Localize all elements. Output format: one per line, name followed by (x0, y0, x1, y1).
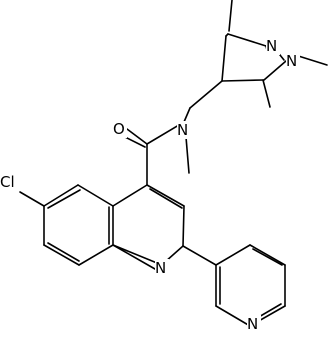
bond-line (77, 184, 114, 207)
atom-n-quinoline: N (155, 259, 169, 277)
bond-line (185, 136, 190, 174)
atom-label-o: O (113, 120, 125, 138)
atom-labels: N N O N Cl N N (0, 37, 300, 333)
bond-line (126, 128, 148, 145)
atom-n-pyrazole-2: N (266, 37, 280, 55)
atom-n-amide: N (177, 121, 191, 139)
bond-line (182, 245, 217, 266)
bond-line (215, 305, 251, 327)
bond-line (112, 184, 148, 207)
bond-line (146, 184, 185, 207)
bond-line (112, 244, 158, 264)
atom-label-n: N (177, 121, 188, 139)
bond-line (47, 242, 80, 262)
bond-line (112, 244, 156, 270)
bond-line (182, 205, 185, 247)
bond-line (124, 136, 146, 148)
bond-line (263, 60, 287, 81)
bond-line (183, 107, 191, 123)
atom-label-n: N (286, 52, 297, 70)
bond-line (78, 244, 114, 266)
atom-label-n: N (247, 315, 258, 333)
bonds (19, 0, 328, 327)
bond-line (43, 184, 79, 207)
bond-line (47, 189, 81, 209)
bond-line (228, 0, 233, 32)
bond-line (149, 188, 183, 209)
bond-line (189, 80, 223, 109)
bond-line (43, 244, 80, 266)
bond-line (19, 191, 45, 207)
bond-line (249, 244, 286, 266)
bond-line (221, 79, 264, 82)
atom-n-pyridine: N (247, 315, 261, 333)
bond-line (227, 33, 267, 47)
atom-o-carbonyl: O (113, 120, 127, 138)
atom-cl-substituent: Cl (0, 173, 20, 191)
atom-label-n: N (155, 259, 166, 277)
bond-line (215, 244, 251, 266)
bond-line (221, 35, 227, 82)
atom-label-cl: Cl (0, 173, 15, 191)
atom-label-n: N (266, 37, 277, 55)
bond-line (252, 248, 283, 266)
bond-line (262, 79, 271, 108)
atom-n-pyrazole-1: N (286, 52, 300, 70)
